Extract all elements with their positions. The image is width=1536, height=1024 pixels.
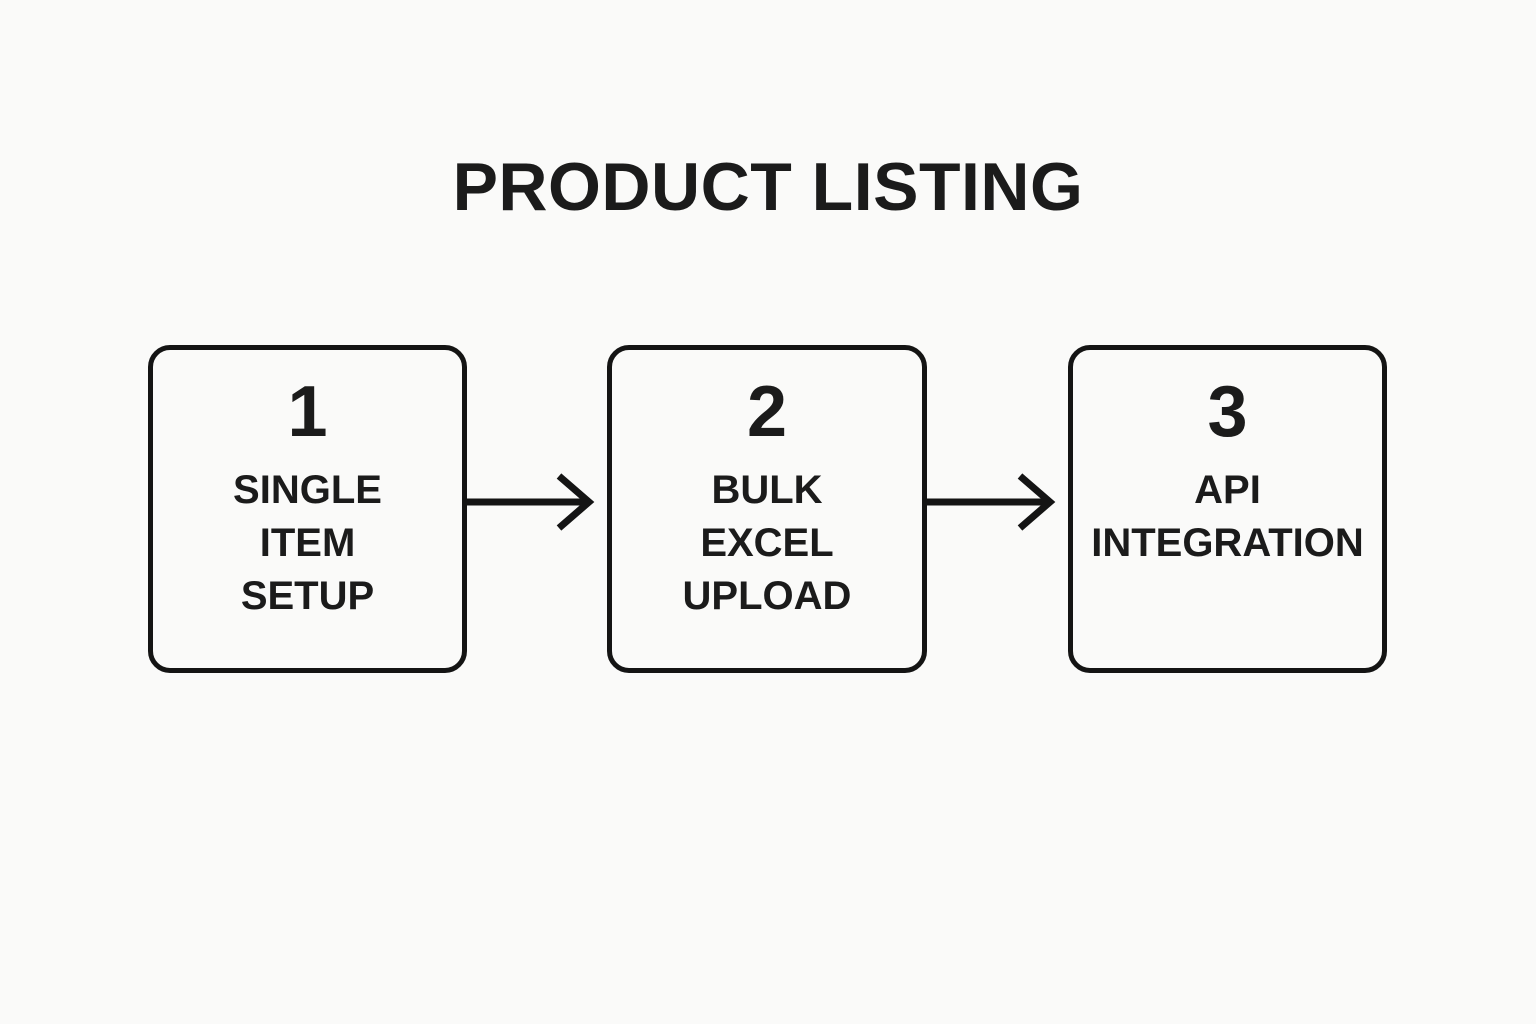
step-box-single-item-setup: 1 SINGLE ITEM SETUP bbox=[148, 345, 467, 673]
arrow-right-icon bbox=[927, 470, 1068, 534]
step-number: 2 bbox=[746, 372, 788, 452]
step-box-bulk-excel-upload: 2 BULK EXCEL UPLOAD bbox=[607, 345, 927, 673]
step-label: SINGLE ITEM SETUP bbox=[233, 468, 382, 618]
step-label: API INTEGRATION bbox=[1091, 468, 1364, 565]
step-box-api-integration: 3 API INTEGRATION bbox=[1068, 345, 1387, 673]
step-label: BULK EXCEL UPLOAD bbox=[682, 468, 852, 618]
page-title: PRODUCT LISTING bbox=[452, 149, 1084, 225]
step-number: 1 bbox=[287, 372, 328, 452]
arrow-right-icon bbox=[467, 470, 607, 534]
step-number: 3 bbox=[1207, 372, 1248, 452]
